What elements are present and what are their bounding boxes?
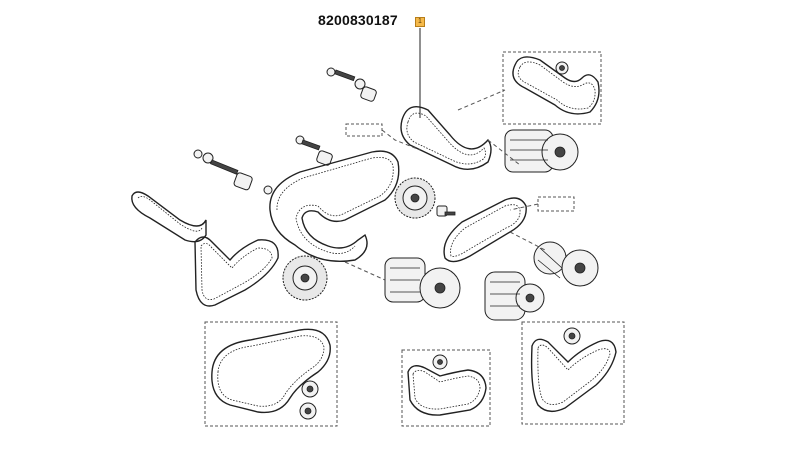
callout-badge[interactable]: 1 — [415, 17, 425, 27]
belt-center-large[interactable] — [269, 150, 400, 263]
belt-left-small[interactable] — [131, 191, 207, 243]
leader-line-2 — [457, 89, 506, 111]
part-number-label[interactable]: 8200830187 — [318, 12, 398, 28]
bolt-middle[interactable] — [295, 135, 333, 166]
compressor-center[interactable] — [384, 257, 461, 309]
pulley-center[interactable] — [394, 177, 436, 219]
bolt-top[interactable] — [326, 67, 377, 102]
compressor-top[interactable] — [504, 129, 579, 173]
alternator-center[interactable] — [484, 271, 545, 321]
belt-center-top[interactable] — [400, 106, 492, 170]
bolt-left[interactable] — [193, 149, 273, 195]
pulley-left[interactable] — [282, 255, 328, 301]
leader-line-5 — [344, 261, 386, 281]
belt-right[interactable] — [443, 197, 527, 263]
inset-bottom-right[interactable] — [521, 321, 625, 425]
belt-left-v[interactable] — [194, 236, 279, 307]
alternator-right[interactable] — [533, 241, 599, 287]
tensioner-small[interactable] — [436, 205, 456, 217]
inset-bottom-left[interactable] — [204, 321, 338, 427]
label-box-2 — [537, 196, 575, 212]
leader-line-1 — [381, 129, 421, 151]
label-box-1 — [345, 123, 383, 137]
inset-top-right[interactable] — [502, 51, 602, 125]
inset-bottom-center[interactable] — [401, 349, 491, 427]
leader-line-4 — [509, 203, 539, 211]
